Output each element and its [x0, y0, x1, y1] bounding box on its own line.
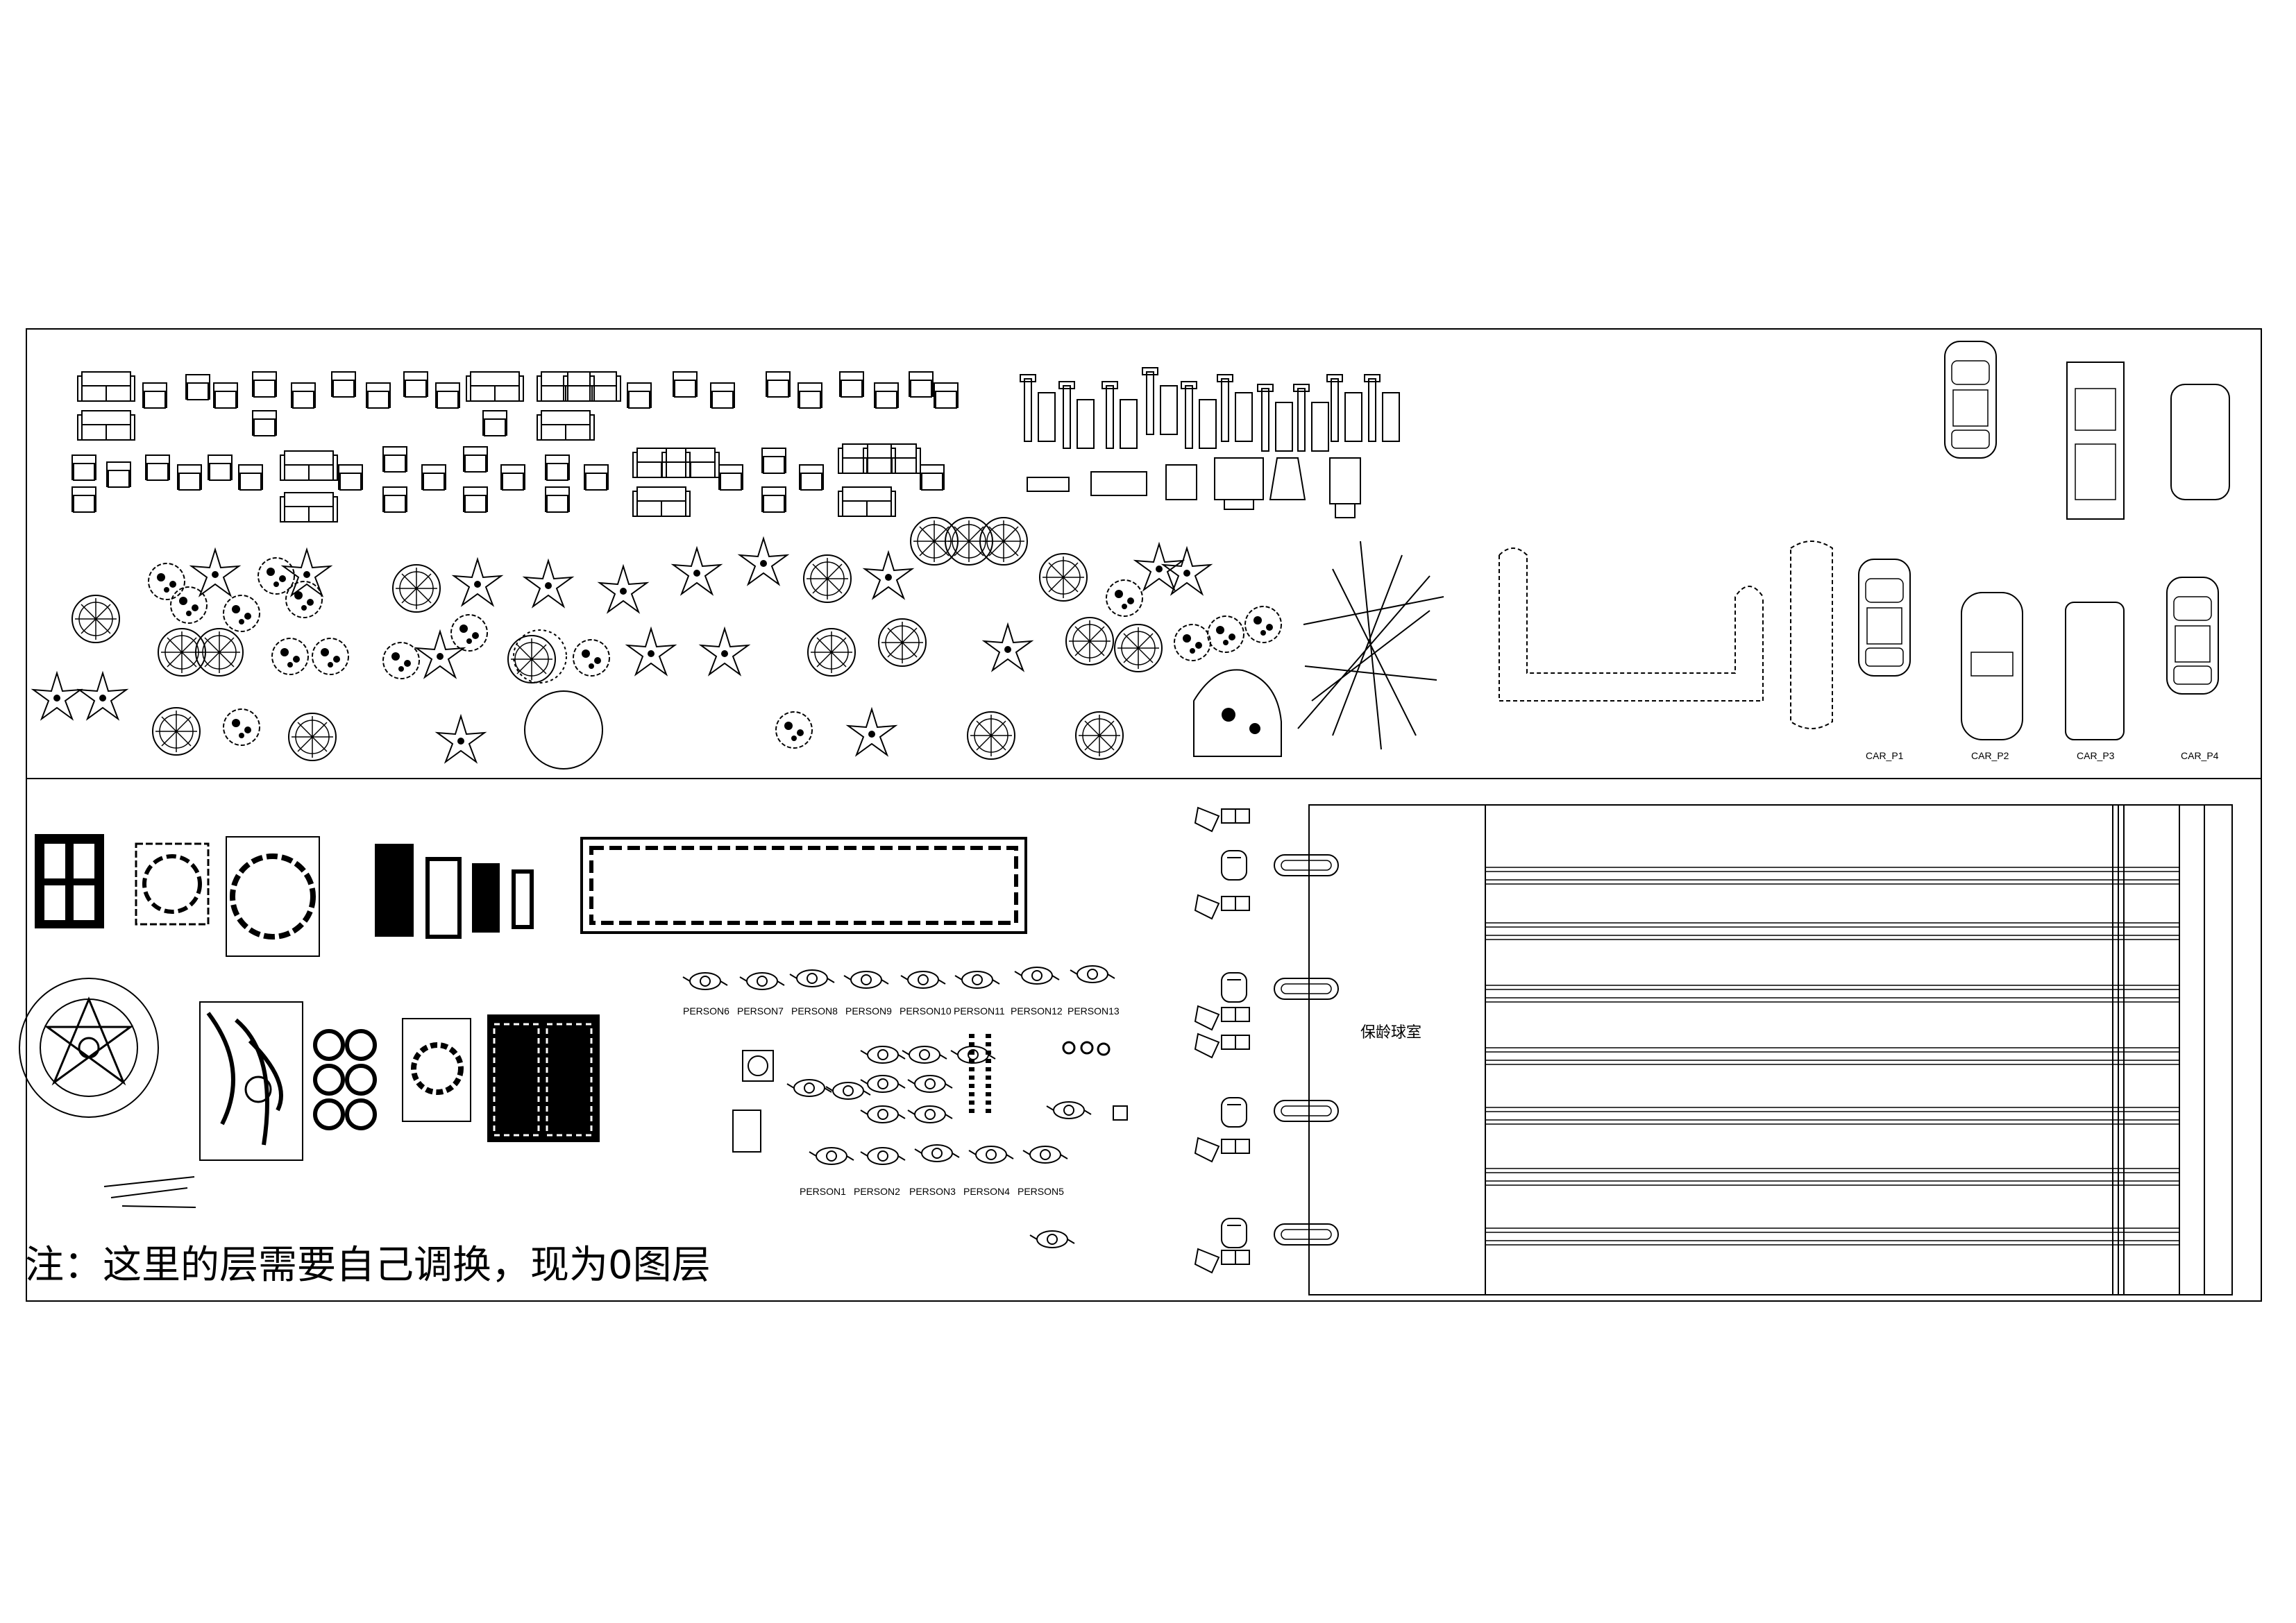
car-label-p2: CAR_P2 [1971, 750, 2009, 761]
person-label-13: PERSON13 [1067, 1005, 1120, 1017]
gym-equipment-row-1 [1020, 367, 1400, 452]
furniture-row-2 [71, 443, 945, 522]
bowling-alley-plan [1195, 804, 2233, 1295]
frame-bottom [26, 778, 2262, 1302]
car-label-p4: CAR_P4 [2181, 750, 2219, 761]
person-label-5: PERSON5 [1018, 1186, 1064, 1197]
person-label-1: PERSON1 [800, 1186, 846, 1197]
person-blocks-mid [732, 1034, 1128, 1153]
person-label-8: PERSON8 [791, 1005, 838, 1017]
person-label-6: PERSON6 [683, 1005, 729, 1017]
person-label-10: PERSON10 [900, 1005, 952, 1017]
plant-blocks [33, 517, 1833, 770]
frame-top [26, 328, 2262, 779]
decorative-panels [19, 834, 1027, 1208]
car-blocks [1858, 341, 2230, 740]
person-label-11: PERSON11 [954, 1005, 1005, 1017]
person-label-3: PERSON3 [909, 1186, 956, 1197]
car-label-p3: CAR_P3 [2077, 750, 2115, 761]
bowling-room-label: 保龄球室 [1360, 1024, 1422, 1042]
person-blocks-top [682, 965, 1115, 990]
person-label-12: PERSON12 [1011, 1005, 1063, 1017]
person-label-9: PERSON9 [845, 1005, 892, 1017]
person-label-4: PERSON4 [963, 1186, 1010, 1197]
furniture-row-1 [77, 371, 959, 441]
person-label-2: PERSON2 [854, 1186, 900, 1197]
large-tree-sketch [1297, 541, 1444, 750]
car-label-p1: CAR_P1 [1866, 750, 1904, 761]
layer-note: 注：这里的层需要自己调换，现为0图层 [25, 1243, 711, 1288]
gym-equipment-row-2 [1027, 457, 1361, 518]
person-label-7: PERSON7 [737, 1005, 784, 1017]
